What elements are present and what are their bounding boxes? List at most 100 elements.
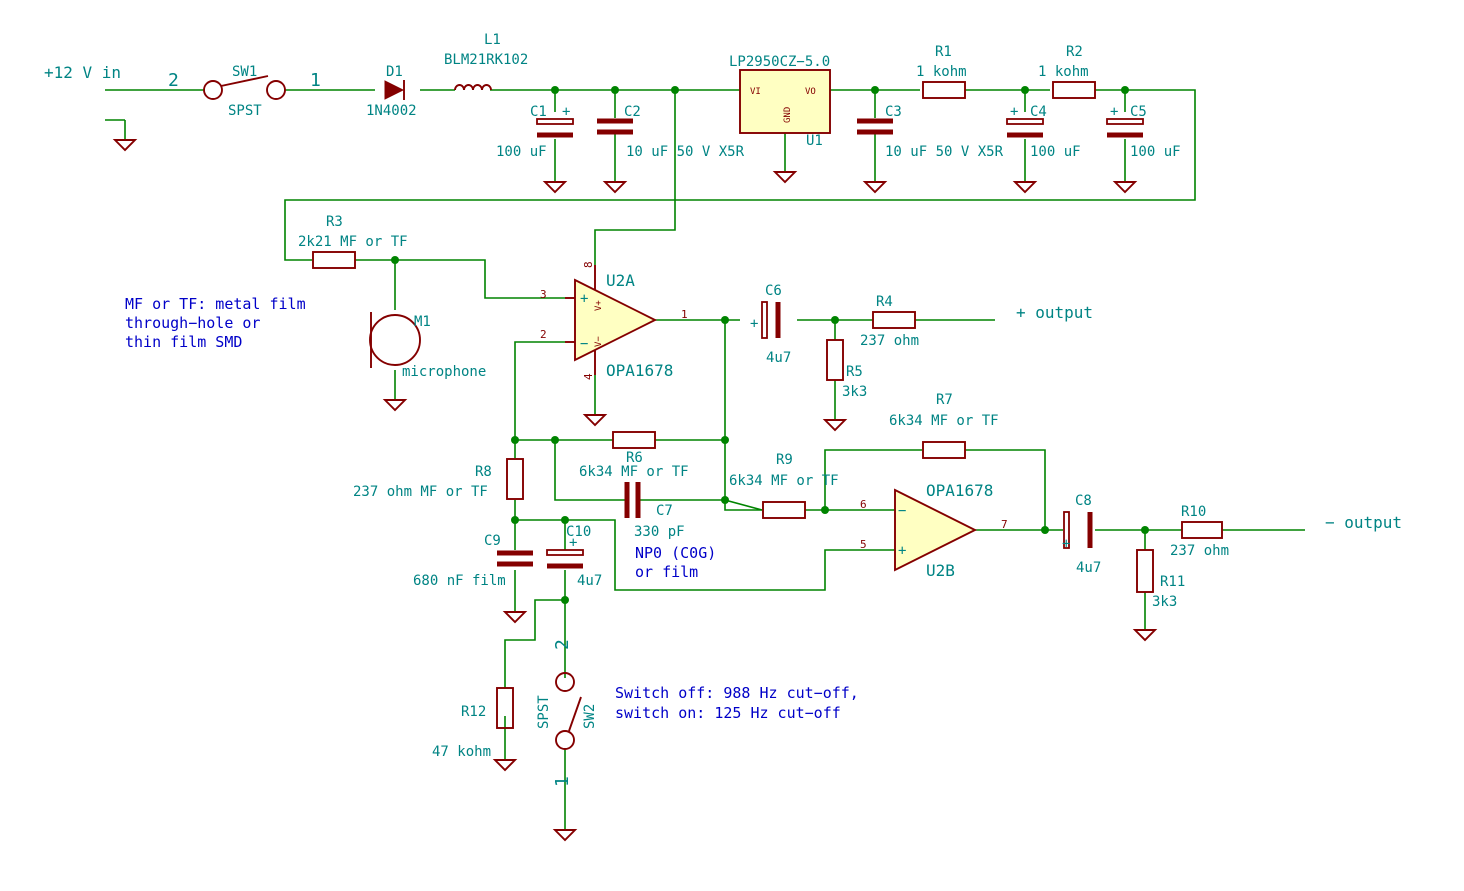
u1-ref: U1 [806, 133, 823, 149]
sw1-value: SPST [228, 103, 262, 119]
c4-plus: + [1010, 104, 1018, 120]
r2-ref: R2 [1066, 44, 1083, 60]
u2b-plus-sign: + [898, 543, 906, 559]
r12-ref: R12 [461, 704, 486, 720]
u2a-value: OPA1678 [606, 361, 673, 380]
u2a-pin-8: 8 [582, 261, 595, 268]
d1-value: 1N4002 [366, 103, 417, 119]
c3-value: 10 uF 50 V X5R [885, 144, 1004, 160]
capacitor-c9: C9 680 nF film [413, 533, 533, 589]
note-switch-line-2: switch on: 125 Hz cut−off [615, 704, 841, 722]
input-net-label: +12 V in [44, 63, 121, 82]
u1-pin-vi: VI [750, 87, 761, 97]
r11-value: 3k3 [1152, 594, 1177, 610]
positive-output-label: + output [1016, 303, 1093, 322]
u2a-pin-1: 1 [681, 308, 688, 321]
c5-ref: C5 [1130, 104, 1147, 120]
ground-symbols [112, 139, 1158, 842]
diode-d1: D1 1N4002 [366, 64, 417, 119]
r12-value: 47 kohm [432, 744, 491, 760]
resistor-r1: R1 1 kohm [916, 44, 967, 99]
resistor-r12: R12 47 kohm [432, 687, 514, 760]
capacitor-c5: + C5 100 uF [1106, 104, 1181, 160]
c1-ref: C1 [530, 104, 547, 120]
resistor-r4: R4 237 ohm [860, 294, 919, 349]
r3-value: 2k21 MF or TF [298, 234, 408, 250]
m1-ref: M1 [414, 314, 431, 330]
capacitor-c2: C2 10 uF 50 V X5R [597, 104, 745, 160]
capacitor-c6: + C6 4u7 [750, 283, 791, 366]
u2b-value: OPA1678 [926, 481, 993, 500]
c8-plus: + [1062, 536, 1070, 552]
r4-value: 237 ohm [860, 333, 919, 349]
u2a-vplus: V+ [594, 300, 604, 311]
l1-value: BLM21RK102 [444, 52, 528, 68]
capacitor-c10: C10 + 4u7 [546, 524, 602, 589]
capacitor-c8: + C8 4u7 [1062, 493, 1101, 576]
d1-ref: D1 [386, 64, 403, 80]
u2a-minus-sign: − [580, 336, 588, 352]
u1-pin-vo: VO [805, 87, 816, 97]
u2b-pin-5: 5 [860, 538, 867, 551]
capacitor-c7: C7 330 pF NP0 (C0G) or film [624, 482, 716, 581]
c5-plus: + [1110, 104, 1118, 120]
r5-value: 3k3 [842, 384, 867, 400]
c8-value: 4u7 [1076, 560, 1101, 576]
r9-ref: R9 [776, 452, 793, 468]
r7-value: 6k34 MF or TF [889, 413, 999, 429]
r1-value: 1 kohm [916, 64, 967, 80]
c9-ref: C9 [484, 533, 501, 549]
u1-value: LP2950CZ−5.0 [729, 54, 830, 70]
c8-ref: C8 [1075, 493, 1092, 509]
opamp-u2a: + − V+ V− 3 2 8 4 1 U2A OPA1678 [540, 261, 688, 380]
r4-ref: R4 [876, 294, 893, 310]
note-switch-line-1: Switch off: 988 Hz cut−off, [615, 684, 859, 702]
note-mf-tf-line-2: through−hole or [125, 314, 260, 332]
u2a-pin-4: 4 [582, 373, 595, 380]
c2-ref: C2 [624, 104, 641, 120]
c10-value: 4u7 [577, 573, 602, 589]
resistor-r3: R3 2k21 MF or TF [298, 214, 408, 269]
c10-ref: C10 [566, 524, 591, 540]
sw2-pin-2: 2 [552, 639, 573, 650]
sw2-ref: SW2 [582, 704, 598, 729]
c10-plus: + [569, 535, 577, 551]
r5-ref: R5 [846, 364, 863, 380]
resistor-r10: R10 237 ohm [1170, 504, 1229, 559]
u1-pin-gnd: GND [783, 107, 793, 123]
u2b-ref: U2B [926, 561, 955, 580]
l1-ref: L1 [484, 32, 501, 48]
resistor-r9: R9 6k34 MF or TF [729, 452, 839, 519]
r3-ref: R3 [326, 214, 343, 230]
u2a-vminus: V− [594, 336, 604, 347]
c1-plus: + [562, 104, 570, 120]
c6-plus: + [750, 316, 758, 332]
negative-output-label: − output [1325, 513, 1402, 532]
resistor-r5: R5 3k3 [826, 339, 867, 400]
r8-ref: R8 [475, 464, 492, 480]
c4-ref: C4 [1030, 104, 1047, 120]
r8-value: 237 ohm MF or TF [353, 484, 488, 500]
c6-ref: C6 [765, 283, 782, 299]
c7-value: 330 pF [634, 524, 685, 540]
note-mf-tf: MF or TF: metal film through−hole or thi… [125, 295, 306, 351]
note-mf-tf-line-3: thin film SMD [125, 333, 242, 351]
note-c7-line-1: NP0 (C0G) [635, 544, 716, 562]
resistor-r8: R8 237 ohm MF or TF [353, 458, 524, 500]
r1-ref: R1 [935, 44, 952, 60]
r6-ref: R6 [626, 450, 643, 466]
sw1-pin-1: 1 [310, 70, 321, 91]
inductor-l1: L1 BLM21RK102 [444, 32, 528, 91]
u2a-pin-2: 2 [540, 328, 547, 341]
sw1-ref: SW1 [232, 64, 257, 80]
switch-sw1: SW1 SPST 2 1 [168, 64, 321, 119]
m1-value: microphone [402, 364, 486, 380]
c5-value: 100 uF [1130, 144, 1181, 160]
note-switch: Switch off: 988 Hz cut−off, switch on: 1… [615, 684, 859, 722]
r11-ref: R11 [1160, 574, 1185, 590]
c1-value: 100 uF [496, 144, 547, 160]
resistor-r11: R11 3k3 [1136, 549, 1185, 610]
r7-ref: R7 [936, 392, 953, 408]
u2a-ref: U2A [606, 271, 635, 290]
